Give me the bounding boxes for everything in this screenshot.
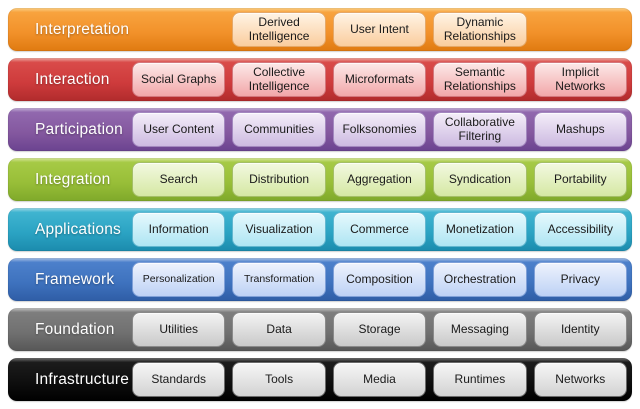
item-microformats: Microformats bbox=[332, 62, 427, 97]
layer-label-framework: Framework bbox=[35, 270, 115, 288]
item-derived-intelligence: Derived Intelligence bbox=[232, 12, 326, 47]
layer-label-interaction: Interaction bbox=[35, 70, 110, 88]
item-tools: Tools bbox=[232, 362, 326, 397]
item-communities: Communities bbox=[232, 112, 326, 147]
item-distribution: Distribution bbox=[232, 162, 326, 197]
item-personalization: Personalization bbox=[132, 262, 226, 297]
item-runtimes: Runtimes bbox=[433, 362, 527, 397]
item-user-content: User Content bbox=[132, 112, 226, 147]
item-search: Search bbox=[132, 162, 226, 197]
layer-label-foundation: Foundation bbox=[35, 320, 115, 338]
layer-label-infrastructure: Infrastructure bbox=[35, 370, 130, 388]
item-monetization: Monetization bbox=[433, 212, 527, 247]
item-collaborative-filtering: Collaborative Filtering bbox=[433, 112, 527, 147]
item-collective-intelligence: Collective Intelligence bbox=[232, 62, 326, 97]
item-social-graphs: Social Graphs bbox=[132, 62, 226, 97]
item-syndication: Syndication bbox=[433, 162, 527, 197]
item-visualization: Visualization bbox=[232, 212, 326, 247]
item-mashups: Mashups bbox=[533, 112, 627, 147]
item-standards: Standards bbox=[132, 362, 226, 397]
item-folksonomies: Folksonomies bbox=[332, 112, 427, 147]
item-messaging: Messaging bbox=[433, 312, 527, 347]
item-commerce: Commerce bbox=[332, 212, 427, 247]
item-information: Information bbox=[132, 212, 226, 247]
item-data: Data bbox=[232, 312, 326, 347]
item-storage: Storage bbox=[332, 312, 427, 347]
item-media: Media bbox=[332, 362, 427, 397]
layer-label-integration: Integration bbox=[35, 170, 111, 188]
layer-label-participation: Participation bbox=[35, 120, 123, 138]
item-identity: Identity bbox=[533, 312, 627, 347]
item-accessibility: Accessibility bbox=[533, 212, 627, 247]
item-networks: Networks bbox=[533, 362, 627, 397]
item-dynamic-relationships: Dynamic Relationships bbox=[433, 12, 527, 47]
layer-label-interpretation: Interpretation bbox=[35, 20, 130, 38]
layer-label-applications: Applications bbox=[35, 220, 121, 238]
item-privacy: Privacy bbox=[533, 262, 627, 297]
item-transformation: Transformation bbox=[232, 262, 326, 297]
item-semantic-relationships: Semantic Relationships bbox=[433, 62, 527, 97]
item-aggregation: Aggregation bbox=[332, 162, 427, 197]
item-implicit-networks: Implicit Networks bbox=[533, 62, 627, 97]
item-utilities: Utilities bbox=[132, 312, 226, 347]
item-orchestration: Orchestration bbox=[433, 262, 527, 297]
item-portability: Portability bbox=[533, 162, 627, 197]
item-user-intent: User Intent bbox=[332, 12, 427, 47]
item-composition: Composition bbox=[332, 262, 427, 297]
